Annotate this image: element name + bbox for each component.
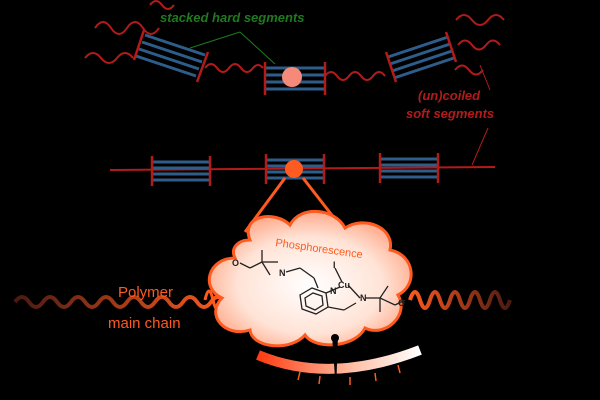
phosphorescence-gauge — [256, 334, 422, 392]
phosphor-dot-top — [282, 67, 302, 87]
label-stacked-hard-segments: stacked hard segments — [160, 10, 305, 25]
label-pointer-soft-1 — [479, 64, 491, 91]
atom-label-o-left: O — [232, 258, 239, 268]
soft-segment-top-right-1 — [455, 14, 505, 26]
atom-label-n-right: N — [360, 293, 367, 303]
label-polymer-line2: main chain — [108, 315, 181, 332]
middle-chain — [109, 153, 496, 186]
soft-segment-top-left-1 — [94, 21, 160, 35]
top-network — [84, 0, 505, 166]
soft-segment-top-mid-left — [204, 63, 264, 73]
label-pointer-soft-2 — [471, 127, 489, 166]
phosphor-dot-mid — [285, 160, 303, 178]
hard-segment-mid-left — [150, 156, 212, 186]
atom-label-iodide: I — [333, 260, 336, 270]
atom-label-cu: Cu — [338, 280, 350, 290]
hard-segment-mid-right — [378, 153, 440, 183]
atom-label-o-right: O — [398, 298, 405, 308]
hard-segment-top-right — [384, 31, 458, 83]
hard-segment-top-left — [132, 29, 210, 83]
polymer-coil-left — [13, 295, 227, 309]
polymer-coil-right — [408, 290, 512, 310]
soft-segment-top-mid-right — [324, 71, 386, 81]
label-pointer-hard-2 — [239, 31, 276, 65]
molecule-structure — [239, 250, 406, 315]
atom-label-n-pyridine: N — [330, 286, 337, 296]
soft-segment-top-left-2 — [84, 52, 134, 64]
label-polymer-line1: Polymer — [118, 284, 173, 301]
soft-segment-top-right-2 — [457, 39, 501, 51]
label-soft-line1: (un)coiled — [418, 88, 481, 103]
gauge-needle — [332, 335, 338, 392]
hard-segment-top-center — [263, 62, 327, 95]
soft-segment-top-left-3 — [149, 0, 175, 10]
soft-segment-top-right-3 — [454, 64, 484, 76]
cloud-shape — [207, 209, 413, 348]
label-pointer-hard-1 — [189, 31, 241, 49]
label-soft-line2: soft segments — [406, 106, 494, 121]
atom-label-n-left: N — [279, 268, 286, 278]
